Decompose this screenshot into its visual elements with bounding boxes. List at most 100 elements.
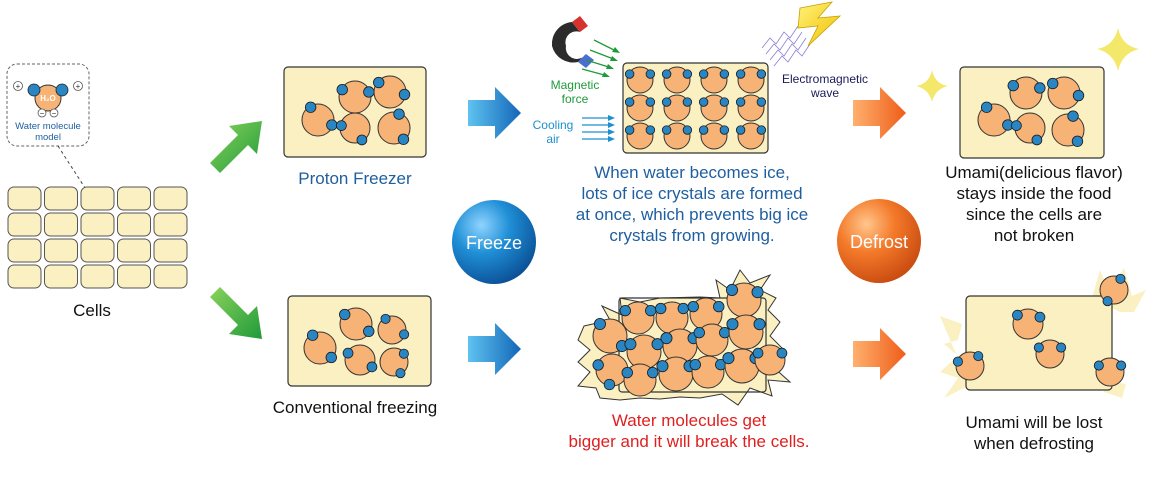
defrost-badge: Defrost — [837, 199, 921, 283]
conventional-frozen-cell — [577, 269, 792, 406]
proton-freezer-cell — [283, 66, 427, 158]
proton-result-line: lots of ice crystals are formed — [581, 184, 802, 203]
water-molecule-icon — [1007, 76, 1046, 110]
cell-block — [7, 264, 42, 289]
water-molecule-icon — [619, 301, 657, 335]
electromagnetic-label-line1: Electromagnetic — [782, 72, 868, 86]
water-molecule-icon — [735, 122, 767, 150]
water-molecule-icon — [735, 66, 767, 94]
umami-kept-line: Umami(delicious flavor) — [945, 163, 1123, 182]
plus-charge-icon — [73, 81, 83, 91]
magnet-icon — [551, 16, 594, 68]
water-molecule-icon — [624, 94, 656, 122]
defrosted-broken-cell — [940, 268, 1146, 398]
electromagnetic-label-line2: wave — [810, 86, 839, 100]
model-hydrogen-icon — [55, 83, 69, 97]
water-molecule-icon — [624, 334, 664, 370]
water-molecule-icon — [1051, 110, 1085, 147]
cell-block — [117, 264, 151, 289]
cells-label: Cells — [73, 301, 111, 320]
cell-block — [80, 186, 115, 211]
water-molecule-icon — [303, 329, 337, 365]
cooling-air-label-line2: air — [546, 132, 559, 146]
freeze-label: Freeze — [466, 233, 522, 253]
plus-charge-icon — [13, 81, 23, 91]
water-molecule-icon — [687, 297, 725, 331]
water-molecule-icon — [660, 328, 700, 364]
water-molecule-icon — [722, 348, 762, 384]
green-arrow-up-icon — [210, 121, 262, 173]
water-molecule-icon — [698, 122, 730, 150]
magnetic-force-arrows-icon — [581, 39, 620, 77]
magnetic-force-label-line1: Magnetic — [551, 78, 600, 92]
water-molecule-icon — [1012, 308, 1046, 340]
water-molecule-icon — [689, 355, 727, 389]
minus-charge-label: − — [52, 109, 57, 118]
cell-block — [153, 264, 188, 289]
water-molecule-icon — [952, 351, 985, 381]
cell-block — [7, 212, 42, 237]
water-molecule-icon — [301, 101, 338, 137]
proton-result-line: at once, which prevents big ice — [576, 205, 808, 224]
water-molecule-icon — [592, 318, 628, 354]
proton-result-line: When water becomes ice, — [594, 163, 790, 182]
water-molecule-model: H₂O + + − − Water molecule model — [6, 63, 99, 209]
proton-result-line: crystals from growing. — [609, 226, 774, 245]
plus-charge-label: + — [16, 82, 21, 91]
conventional-freezing-label: Conventional freezing — [273, 398, 437, 417]
conventional-cell — [287, 295, 432, 387]
umami-kept-line: stays inside the food — [957, 184, 1112, 203]
cell-block — [7, 238, 42, 263]
orange-arrow-top-icon — [853, 87, 906, 139]
water-molecule-icon — [336, 112, 371, 146]
water-molecule-icon — [661, 66, 693, 94]
water-molecule-icon — [336, 80, 375, 114]
proton-freezer-label: Proton Freezer — [298, 169, 412, 188]
cell-block — [80, 238, 115, 263]
green-arrow-down-icon — [210, 287, 262, 339]
model-label-line1: Water molecule — [15, 121, 81, 132]
water-molecule-icon — [379, 347, 409, 379]
water-molecule-icon — [339, 307, 375, 341]
sparkle-icon — [916, 28, 1139, 102]
defrost-label: Defrost — [850, 232, 908, 252]
water-molecule-icon — [1047, 76, 1085, 110]
water-molecule-icon — [735, 94, 767, 122]
minus-charge-icon — [49, 108, 59, 118]
water-molecule-icon — [342, 344, 378, 376]
cooling-air-arrows-icon — [582, 115, 615, 142]
umami-kept-text: Umami(delicious flavor) stays inside the… — [945, 163, 1123, 245]
defrosted-good-cell — [959, 66, 1105, 159]
water-molecule-icon — [1093, 357, 1127, 387]
water-molecule-icon — [752, 344, 788, 376]
conventional-result-line: Water molecules get — [612, 411, 767, 430]
blue-arrow-top-icon — [468, 87, 521, 139]
water-molecule-icon — [1099, 273, 1129, 307]
cell-block — [117, 238, 151, 263]
cell-block — [117, 186, 151, 211]
water-molecule-icon — [693, 323, 731, 357]
cells-grid — [7, 186, 188, 289]
model-oxygen-icon — [34, 84, 62, 112]
water-molecule-icon — [661, 122, 693, 150]
conventional-result-text: Water molecules get bigger and it will b… — [569, 411, 810, 451]
water-molecule-icon — [1033, 339, 1067, 369]
proton-frozen-cell — [622, 62, 769, 154]
model-h2o-label: H₂O — [40, 94, 56, 103]
water-molecule-icon — [621, 363, 659, 397]
cell-block — [44, 264, 78, 289]
model-label-line2: model — [35, 132, 61, 143]
water-molecule-icon — [592, 353, 629, 391]
cooling-air-label-line1: Cooling — [533, 118, 574, 132]
water-molecule-icon — [624, 122, 656, 150]
umami-kept-line: since the cells are — [966, 205, 1102, 224]
minus-charge-label: − — [40, 109, 45, 118]
umami-lost-line: Umami will be lost — [966, 413, 1103, 432]
water-molecule-icon — [698, 66, 730, 94]
magnetic-force-label-line2: force — [562, 92, 589, 106]
minus-charge-icon — [37, 108, 47, 118]
plus-charge-label: + — [76, 82, 81, 91]
cell-block — [117, 212, 151, 237]
orange-arrow-bottom-icon — [853, 328, 906, 380]
cell-block — [153, 238, 188, 263]
